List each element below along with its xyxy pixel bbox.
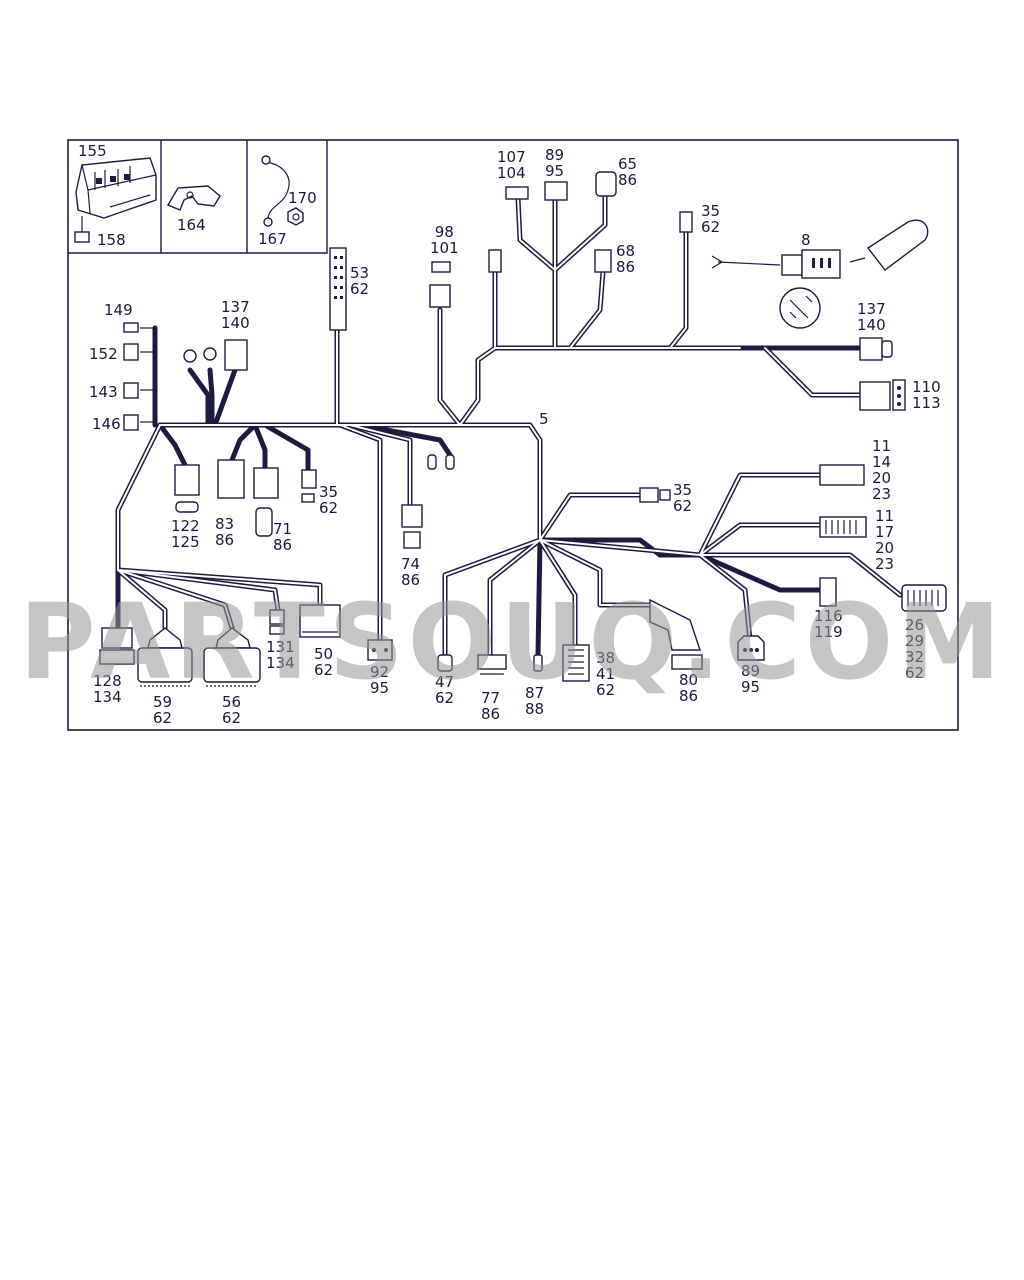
connector-131 [269,609,285,635]
connector-122 [174,464,200,513]
label-146: 146 [92,415,121,433]
connector-92 [367,639,393,661]
label-170: 170 [288,189,317,207]
connector-95 [544,181,568,201]
connector-104 [505,186,529,200]
label-155: 155 [78,142,107,160]
connector-50 [299,604,341,638]
connector-56 [203,627,261,687]
watermark: PARTSOUQ.COM [19,581,1005,703]
bracket-part-164 [166,185,221,211]
connector-26 [901,584,947,612]
diagram-frame [67,139,959,731]
connector-35-top [679,211,693,233]
terminals-440 [427,454,455,470]
harness-wires-inner [117,194,901,656]
connector-47 [437,654,453,672]
connector-small-495 [488,249,502,273]
ring-terminals-137 [183,339,248,371]
relay-box-part-155 [75,157,157,219]
label-152: 152 [89,345,118,363]
connector-110 [859,379,906,411]
connector-137-right [859,337,893,361]
label-143: 143 [89,383,118,401]
label-5: 5 [539,410,549,428]
connector-71 [253,467,279,537]
label-158: 158 [97,231,126,249]
connector-116 [819,577,837,607]
nut-part-170 [287,207,304,226]
connector-59 [137,627,193,687]
sensor-part-8 [711,219,929,329]
connector-35-mid [301,469,317,503]
label-164: 164 [177,216,206,234]
connector-35-right [639,487,671,503]
connector-83 [217,459,245,499]
pin-connectors-left [123,322,155,431]
connector-89-right [737,635,765,661]
screw-part-158 [74,216,90,243]
connector-128 [99,627,135,665]
connector-11-upper [819,464,865,486]
connector-98 [429,261,451,308]
connector-65 [595,171,617,197]
label-167: 167 [258,230,287,248]
connector-11-lower [819,516,867,538]
connector-68 [594,249,612,273]
connector-53 [329,247,347,331]
inset-boxes-outline [68,140,328,254]
label-8: 8 [801,231,811,249]
connector-87 [533,654,543,672]
ground-cable-part-167 [261,155,290,227]
label-149: 149 [104,301,133,319]
connector-80 [649,598,703,670]
connector-38 [562,644,590,682]
connector-74 [401,504,423,549]
connector-77 [477,654,507,675]
